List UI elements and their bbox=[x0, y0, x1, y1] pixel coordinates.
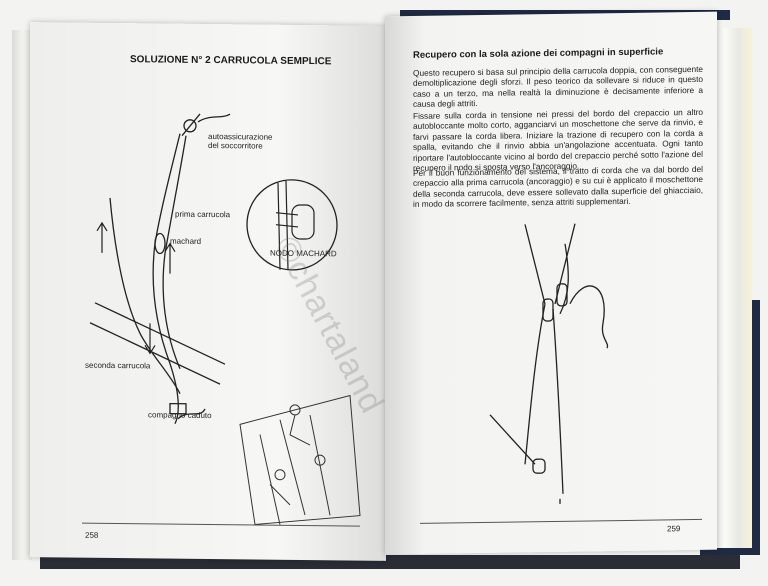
page-number: 258 bbox=[85, 530, 99, 540]
page-number: 259 bbox=[667, 524, 681, 534]
paragraph-2: Fissare sulla corda in tensione nei pres… bbox=[413, 106, 703, 173]
section-title: Recupero con la sola azione dei compagni… bbox=[413, 46, 664, 61]
pulley-system-illustration bbox=[489, 223, 609, 507]
label-compagno-caduto: compagno caduto bbox=[148, 410, 212, 421]
label-machard: machard bbox=[170, 236, 202, 246]
right-page: Recupero con la sola azione dei compagni… bbox=[385, 11, 717, 555]
nodo-machard-detail bbox=[246, 179, 338, 271]
paragraph-3: Per il buon funzionamento del sistema, i… bbox=[413, 163, 703, 210]
label-seconda-carrucola: seconda carrucola bbox=[85, 360, 151, 371]
page-edges-left bbox=[12, 30, 32, 560]
rescue-scene-sketch bbox=[239, 394, 361, 526]
label-autoassicurazione: autoassicurazione del soccorritore bbox=[208, 132, 273, 151]
pulley-illustration bbox=[89, 113, 361, 526]
page-edges bbox=[712, 28, 752, 548]
paragraph-1: Questo recupero si basa sul principio de… bbox=[413, 63, 703, 110]
left-page: SOLUZIONE N° 2 CARRUCOLA SEMPLICE bbox=[30, 22, 386, 561]
footer-rule bbox=[420, 518, 702, 524]
page-title: SOLUZIONE N° 2 CARRUCOLA SEMPLICE bbox=[130, 54, 332, 68]
label-prima-carrucola: prima carrucola bbox=[175, 209, 231, 220]
